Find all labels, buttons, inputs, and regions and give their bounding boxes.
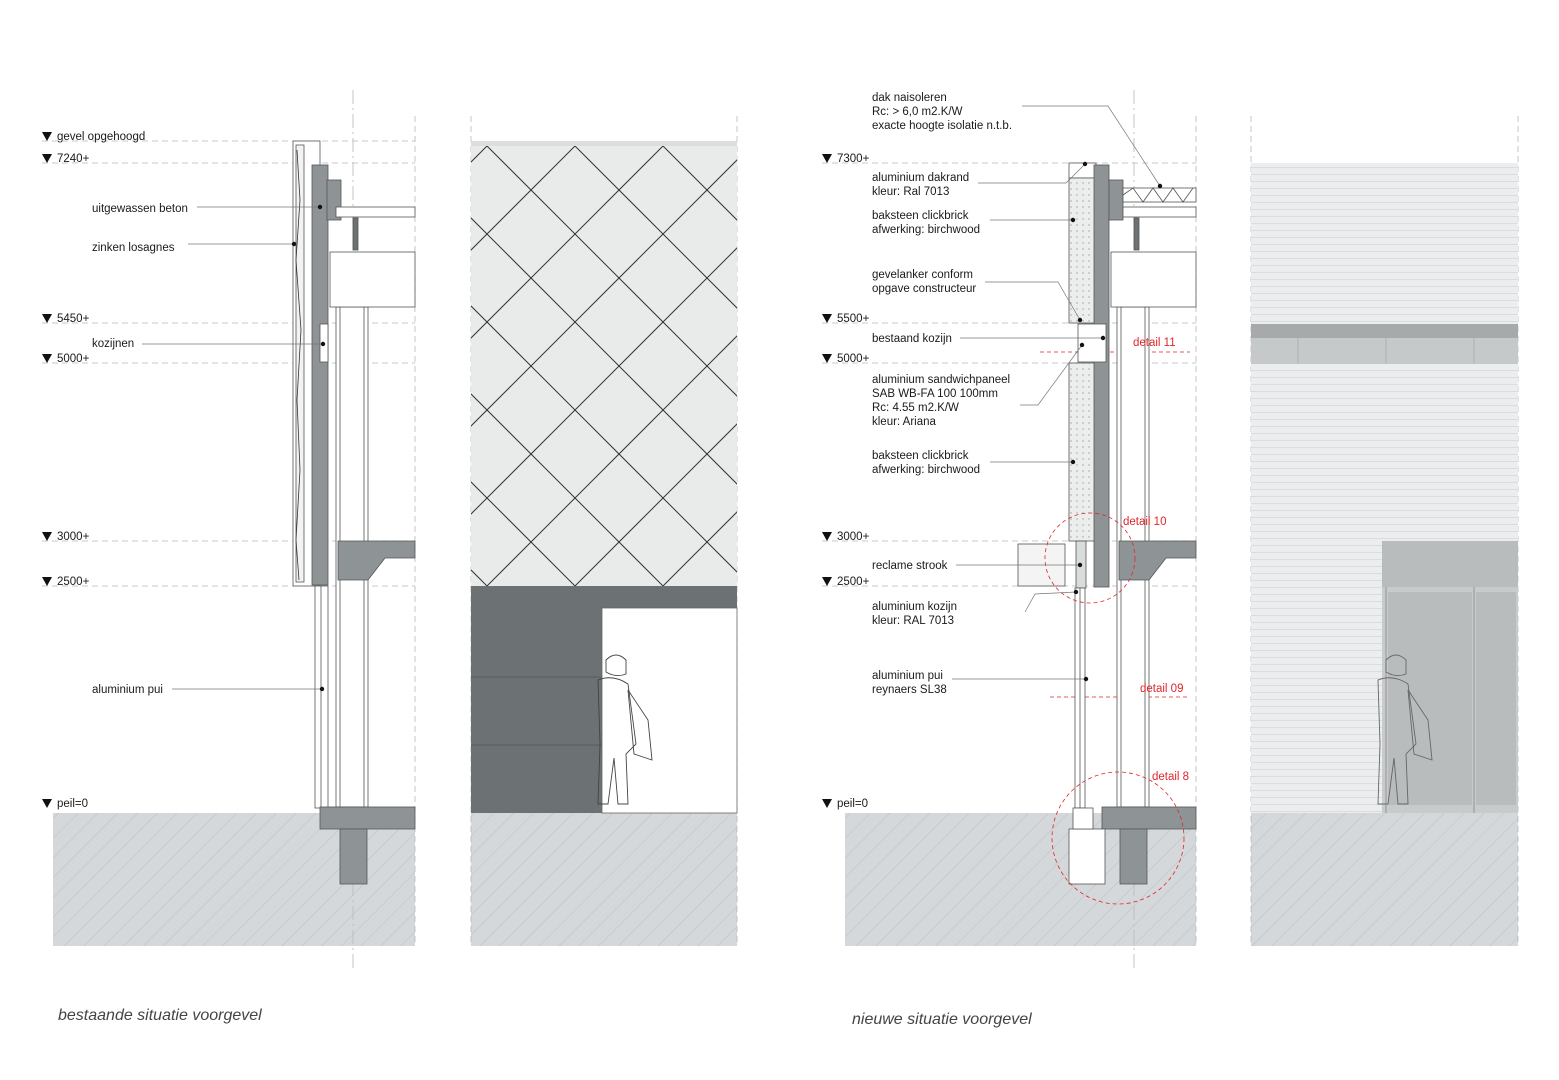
level-label: 7300+ <box>837 153 870 165</box>
new-section <box>1017 162 1197 885</box>
new-level-labels: 7300+ 5500+ 5000+ 3000+ 2500+ peil=0 <box>837 153 870 810</box>
level-label: 3000+ <box>57 531 90 543</box>
new-elevation <box>1251 163 1518 813</box>
tile-joint <box>471 146 576 251</box>
existing-section <box>292 140 416 885</box>
tile-joint <box>574 146 737 309</box>
tile-joint <box>471 146 664 339</box>
caption-existing: bestaande situatie voorgevel <box>58 1007 262 1024</box>
level-label: 7240+ <box>57 153 90 165</box>
existing-elevation <box>471 141 738 814</box>
detail-label: detail 8 <box>1152 771 1189 783</box>
level-label: peil=0 <box>837 798 868 810</box>
material-label: aluminium kozijn kleur: RAL 7013 <box>872 601 960 627</box>
material-label: reclame strook <box>872 560 948 572</box>
level-triangles <box>42 132 832 808</box>
level-label: peil=0 <box>57 798 88 810</box>
level-label: 2500+ <box>57 576 90 588</box>
material-label: aluminium pui <box>92 684 163 696</box>
material-label: zinken losagnes <box>92 242 175 254</box>
detail-circles <box>1044 512 1185 905</box>
detail-label: detail 09 <box>1140 683 1183 695</box>
material-label: gevelanker conform opgave constructeur <box>872 269 976 295</box>
existing-material-labels: uitgewassen beton zinken losagnes kozijn… <box>92 203 188 696</box>
level-label: 5000+ <box>837 353 870 365</box>
material-label: baksteen clickbrick afwerking: birchwood <box>872 450 980 476</box>
detail-references: detail 11 detail 10 detail 09 detail 8 <box>1123 337 1189 783</box>
material-label: kozijnen <box>92 338 134 350</box>
material-label: uitgewassen beton <box>92 203 188 215</box>
tile-joint <box>471 159 737 427</box>
person-figure-new <box>1377 654 1433 805</box>
material-label: aluminium dakrand kleur: Ral 7013 <box>872 172 972 198</box>
tile-joint <box>662 146 737 221</box>
tile-joint <box>471 393 664 586</box>
material-label: aluminium pui reynaers SL38 <box>872 670 947 696</box>
level-label: gevel opgehoogd <box>57 131 145 143</box>
detail-label: detail 11 <box>1133 337 1176 349</box>
level-label: 5450+ <box>57 313 90 325</box>
caption-new: nieuwe situatie voorgevel <box>852 1011 1032 1028</box>
material-label: bestaand kozijn <box>872 333 952 345</box>
detail-label: detail 10 <box>1123 516 1166 528</box>
level-label: 5000+ <box>57 353 90 365</box>
existing-level-labels: gevel opgehoogd 7240+ 5450+ 5000+ 3000+ … <box>57 131 145 810</box>
material-label: baksteen clickbrick afwerking: birchwood <box>872 210 980 236</box>
level-label: 3000+ <box>837 531 870 543</box>
leader-dots <box>291 161 1163 692</box>
level-label: 5500+ <box>837 313 870 325</box>
ground-zones <box>53 813 1518 946</box>
tile-joint <box>574 423 737 586</box>
material-label: aluminium sandwichpaneel SAB WB-FA 100 1… <box>872 374 1013 428</box>
level-label: 2500+ <box>837 576 870 588</box>
new-material-labels: dak naisoleren Rc: > 6,0 m2.K/W exacte h… <box>872 92 1013 696</box>
material-label: dak naisoleren Rc: > 6,0 m2.K/W exacte h… <box>872 92 1012 132</box>
tile-joint <box>662 511 737 586</box>
tile-joint <box>471 247 737 515</box>
leader-lines <box>142 105 1161 690</box>
tile-joint <box>471 481 576 586</box>
person-figure-existing <box>597 654 653 805</box>
tile-joint <box>486 335 737 586</box>
